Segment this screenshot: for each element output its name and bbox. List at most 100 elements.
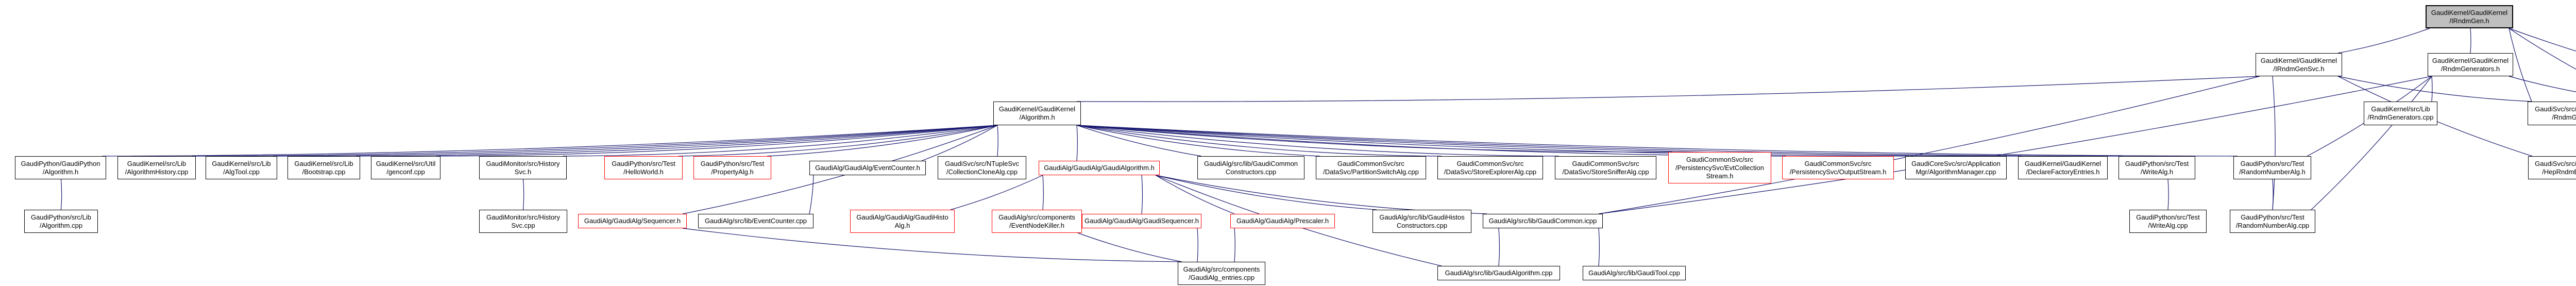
graph-node-label: GaudiAlg/GaudiAlg/Sequencer.h	[584, 217, 681, 225]
graph-node-label: GaudiKernel/GaudiKernel	[2432, 56, 2509, 64]
graph-node-label: GaudiKernel/GaudiKernel	[2260, 56, 2337, 64]
graph-node-eventcounter-cpp[interactable]: GaudiAlg/src/lib/EventCounter.cpp	[698, 214, 814, 228]
graph-node-label: /WriteAlg.h	[2140, 167, 2174, 176]
graph-node-heprndmengines-cpp[interactable]: GaudiSvc/src/RndmGenSvc/HepRndmEngines.c…	[2528, 156, 2576, 179]
graph-node-label: GaudiKernel/src/Lib	[294, 159, 353, 167]
graph-node-label: /HelloWorld.h	[623, 167, 664, 176]
graph-node-gaudialgorithm-h[interactable]: GaudiAlg/GaudiAlg/GaudiAlgorithm.h	[1039, 161, 1160, 175]
graph-node-declarefactoryentries-h[interactable]: GaudiKernel/GaudiKernel/DeclareFactoryEn…	[2018, 156, 2108, 179]
graph-edge-algorithm-cpp-to-py-algorithm-h	[60, 179, 62, 210]
graph-edge-declarefactoryentries-h-to-algorithm-h	[1076, 125, 2023, 157]
graph-node-label: GaudiCommonSvc/src	[1456, 159, 1524, 167]
graph-node-eventcounter-h[interactable]: GaudiAlg/GaudiAlg/EventCounter.h	[809, 161, 926, 175]
graph-node-label: GaudiAlg/src/lib/GaudiAlgorithm.cpp	[1445, 269, 1553, 277]
graph-node-rndmgenerators-cpp[interactable]: GaudiKernel/src/Lib/RndmGenerators.cpp	[2364, 102, 2437, 125]
graph-node-label: Alg.h	[894, 221, 910, 229]
graph-edge-svc-rndmgensvc-h-to-irndmgensvc-h	[2337, 76, 2532, 102]
graph-node-label: /DeclareFactoryEntries.h	[2026, 167, 2100, 176]
graph-node-label: Stream.h	[1706, 172, 1734, 180]
graph-edge-gaudialg-entries-cpp-to-eventnodekiller-h	[1077, 232, 1182, 262]
graph-node-label: GaudiAlg/GaudiAlg/EventCounter.h	[815, 164, 920, 172]
graph-node-label: GaudiAlg/src/components	[1183, 265, 1260, 273]
graph-node-algorithm-h[interactable]: GaudiKernel/GaudiKernel/Algorithm.h	[993, 102, 1081, 125]
graph-edge-eventcounter-cpp-to-eventcounter-h	[809, 175, 814, 214]
graph-edge-gaudialg-entries-cpp-to-gaudisequencer-h	[1197, 228, 1198, 262]
graph-node-randomnumberalg-cpp[interactable]: GaudiPython/src/Test/RandomNumberAlg.cpp	[2230, 210, 2315, 233]
graph-node-propertyalg-h[interactable]: GaudiPython/src/Test/PropertyAlg.h	[693, 156, 771, 179]
graph-node-label: GaudiKernel/src/Util	[376, 159, 436, 167]
graph-node-storesnifferalg-cpp[interactable]: GaudiCommonSvc/src/DataSvc/StoreSnifferA…	[1555, 156, 1656, 179]
graph-edge-algtool-cpp-to-algorithm-h	[273, 125, 998, 157]
graph-node-label: GaudiSvc/src/RndmGenSvc	[2535, 159, 2576, 167]
graph-node-label: GaudiCommonSvc/src	[1686, 155, 1754, 163]
graph-node-label: GaudiAlg/GaudiAlg/GaudiSequencer.h	[1084, 217, 1199, 225]
graph-node-irndmgensvc-h[interactable]: GaudiKernel/GaudiKernel/IRndmGenSvc.h	[2256, 53, 2342, 76]
graph-node-writealg-cpp[interactable]: GaudiPython/src/Test/WriteAlg.cpp	[2129, 210, 2207, 233]
graph-node-gaudialg-entries-cpp[interactable]: GaudiAlg/src/components/GaudiAlg_entries…	[1178, 262, 1265, 285]
graph-node-writealg-h[interactable]: GaudiPython/src/Test/WriteAlg.h	[2119, 156, 2195, 179]
graph-node-label: GaudiPython/src/Test	[2240, 159, 2304, 167]
graph-edge-algorithmmanager-cpp-to-algorithm-h	[1076, 125, 1910, 157]
graph-node-collectionclonealg-cpp[interactable]: GaudiSvc/src/NTupleSvc/CollectionCloneAl…	[938, 156, 1026, 179]
graph-edge-evtcollectionstream-h-to-algorithm-h	[1076, 125, 1673, 153]
graph-edge-storesnifferalg-cpp-to-algorithm-h	[1076, 125, 1560, 157]
graph-node-gaudicommon-icpp[interactable]: GaudiAlg/src/lib/GaudiCommon.icpp	[1483, 214, 1603, 228]
graph-node-label: GaudiPython/src/Test	[2241, 213, 2304, 221]
graph-node-label: /CollectionCloneAlg.cpp	[946, 167, 1018, 176]
graph-node-algorithm-cpp[interactable]: GaudiPython/src/Lib/Algorithm.cpp	[24, 210, 98, 233]
graph-node-gaudisequencer-h[interactable]: GaudiAlg/GaudiAlg/GaudiSequencer.h	[1082, 214, 1201, 228]
graph-node-randomnumberalg-h[interactable]: GaudiPython/src/Test/RandomNumberAlg.h	[2233, 156, 2311, 179]
graph-edge-gaudihistosconstructors-cpp-to-gaudialgorithm-h	[1155, 175, 1377, 210]
graph-node-label: GaudiSvc/src/NTupleSvc	[944, 159, 1019, 167]
graph-edge-gaudicommon-icpp-to-irndmgensvc-h	[1598, 76, 2260, 214]
graph-node-svc-rndmgensvc-h[interactable]: GaudiSvc/src/RndmGenSvc/RndmGenSvc.h	[2528, 102, 2576, 125]
graph-node-label: GaudiPython/GaudiPython	[21, 159, 100, 167]
graph-node-label: /DataSvc/StoreSnifferAlg.cpp	[1562, 167, 1649, 176]
graph-node-partitionswitchalg-cpp[interactable]: GaudiCommonSvc/src/DataSvc/PartitionSwit…	[1316, 156, 1426, 179]
graph-node-genconf-cpp[interactable]: GaudiKernel/src/Util/genconf.cpp	[371, 156, 440, 179]
graph-node-label: Svc.h	[514, 167, 532, 176]
graph-node-evtcollectionstream-h[interactable]: GaudiCommonSvc/src/PersistencySvc/EvtCol…	[1668, 152, 1771, 183]
graph-edge-helloworld-h-to-algorithm-h	[678, 125, 998, 157]
graph-node-label: GaudiPython/src/Test	[612, 159, 675, 167]
graph-node-label: /DataSvc/StoreExplorerAlg.cpp	[1444, 167, 1537, 176]
graph-node-gauditool-cpp[interactable]: GaudiAlg/src/lib/GaudiTool.cpp	[1583, 266, 1686, 280]
graph-edge-algorithmhistory-cpp-to-algorithm-h	[191, 125, 998, 157]
graph-node-rndmgenerators-h[interactable]: GaudiKernel/GaudiKernel/RndmGenerators.h	[2428, 53, 2513, 76]
graph-edge-genconf-cpp-to-algorithm-h	[436, 125, 998, 157]
graph-node-bootstrap-cpp[interactable]: GaudiKernel/src/Lib/Bootstrap.cpp	[287, 156, 360, 179]
graph-node-label: /RndmGenerators.h	[2441, 64, 2500, 73]
graph-node-algtool-cpp[interactable]: GaudiKernel/src/Lib/AlgTool.cpp	[206, 156, 277, 179]
graph-node-label: GaudiCommonSvc/src	[1572, 159, 1639, 167]
graph-node-label: /PersistencySvc/OutputStream.h	[1789, 167, 1887, 176]
graph-node-py-algorithm-h[interactable]: GaudiPython/GaudiPython/Algorithm.h	[15, 156, 106, 179]
graph-node-gaudialgorithm-cpp[interactable]: GaudiAlg/src/lib/GaudiAlgorithm.cpp	[1437, 266, 1560, 280]
graph-node-algorithmhistory-cpp[interactable]: GaudiKernel/src/Lib/AlgorithmHistory.cpp	[117, 156, 196, 179]
graph-node-label: /DataSvc/PartitionSwitchAlg.cpp	[1323, 167, 1419, 176]
graph-node-label: /Algorithm.h	[42, 167, 79, 176]
graph-edge-historysvc-cpp-to-historysvc-h	[522, 179, 524, 210]
graph-node-eventnodekiller-h[interactable]: GaudiAlg/src/components/EventNodeKiller.…	[992, 210, 1082, 233]
graph-edge-gaudicommon-icpp-to-gaudialgorithm-h	[1155, 175, 1487, 214]
graph-edge-algorithm-h-to-irndmgensvc-h	[1076, 76, 2260, 102]
graph-node-outputstream-h[interactable]: GaudiCommonSvc/src/PersistencySvc/Output…	[1782, 156, 1894, 179]
graph-node-label: GaudiMonitor/src/History	[486, 159, 560, 167]
graph-node-label: /IRndmGenSvc.h	[2273, 64, 2325, 73]
graph-edge-randomnumberalg-cpp-to-irndmgensvc-h	[2272, 76, 2276, 210]
graph-node-helloworld-h[interactable]: GaudiPython/src/Test/HelloWorld.h	[604, 156, 683, 179]
graph-node-prescaler-h[interactable]: GaudiAlg/GaudiAlg/Prescaler.h	[1230, 214, 1335, 228]
graph-node-label: GaudiPython/src/Test	[2125, 159, 2189, 167]
graph-node-storeexploreralg-cpp[interactable]: GaudiCommonSvc/src/DataSvc/StoreExplorer…	[1437, 156, 1543, 179]
graph-edge-bootstrap-cpp-to-algorithm-h	[355, 125, 998, 157]
graph-node-sequencer-h[interactable]: GaudiAlg/GaudiAlg/Sequencer.h	[578, 214, 687, 228]
graph-node-label: GaudiAlg/GaudiAlg/GaudiHisto	[856, 213, 948, 221]
graph-node-label: /EventNodeKiller.h	[1009, 221, 1064, 229]
